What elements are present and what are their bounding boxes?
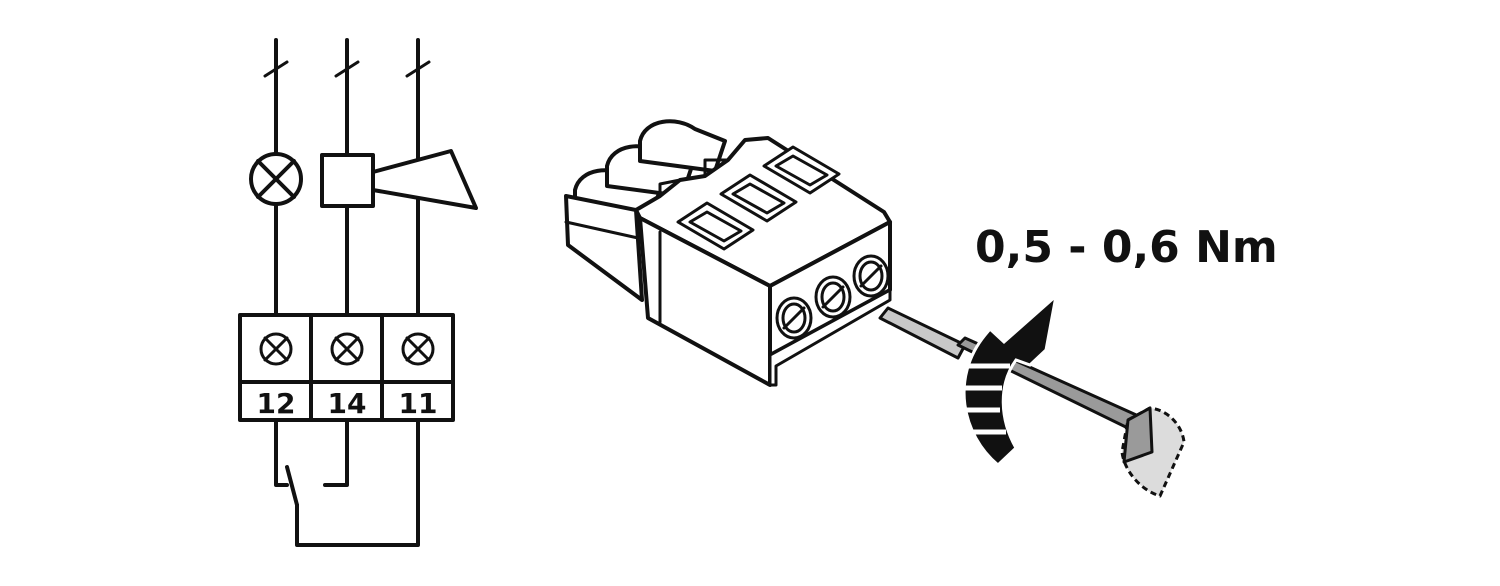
terminal-screw-14: [330, 332, 364, 366]
terminal-label-11: 11: [399, 387, 438, 420]
screwdriver-tip: [878, 306, 967, 360]
rotation-arrow: [954, 291, 1059, 468]
relay-contact: [274, 418, 420, 547]
connector-clamp-openings: [676, 145, 841, 251]
horn-symbol: [320, 149, 478, 317]
lamp-symbol: [249, 152, 303, 317]
rotation-arrow-stripes: [954, 363, 1010, 435]
wiring-schematic: [238, 38, 478, 547]
rotation-arrow-body: [962, 291, 1059, 468]
torque-specification: 0,5 - 0,6 Nm: [975, 222, 1278, 273]
terminal-screw-11: [401, 332, 435, 366]
terminal-labels: 12 14 11: [257, 387, 438, 420]
connector-screw-heads: [775, 254, 890, 340]
terminal-screw-12: [259, 332, 293, 366]
terminal-label-12: 12: [257, 387, 296, 420]
terminal-block: [238, 313, 455, 422]
connector-side-body: [564, 194, 644, 302]
wire-break-marks: [263, 60, 431, 78]
connector-plug: [564, 119, 892, 387]
terminal-label-14: 14: [328, 387, 367, 420]
